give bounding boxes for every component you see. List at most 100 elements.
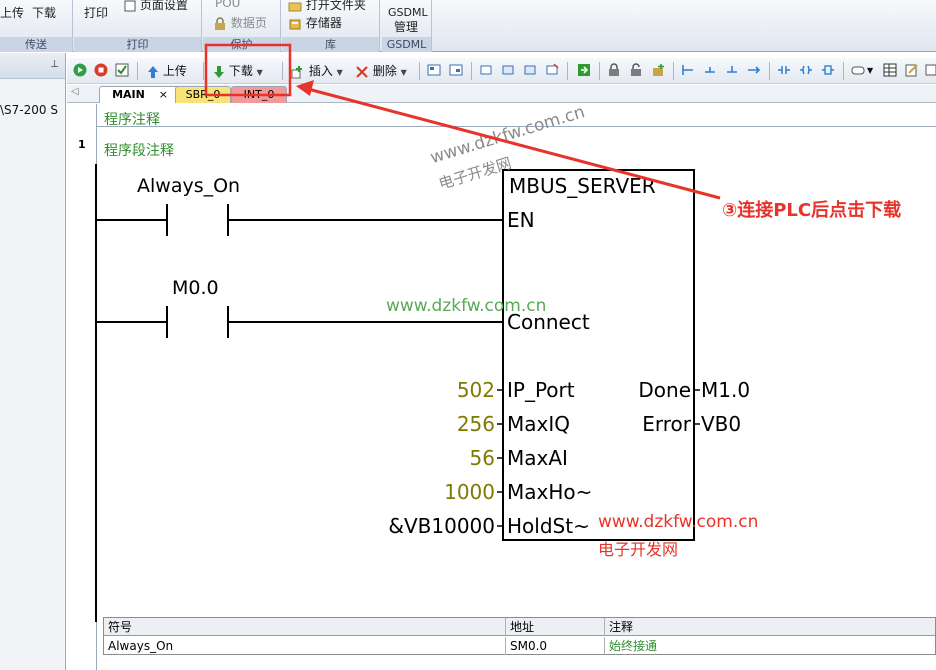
param-done-value[interactable]: M1.0 [701,378,751,402]
ribbon-upload-button[interactable]: 上传 [0,6,25,20]
ribbon-group-transfer: 上传 下载 传送 [0,0,73,52]
symbol-info-table: 符号 地址 注释 Always_On SM0.0 始终接通 [103,617,936,655]
download-button[interactable]: 下载 ▼ [213,62,263,80]
compile-icon[interactable] [115,63,129,77]
network-compare-icon[interactable] [449,63,463,77]
ribbon-group-title: 打印 [74,37,201,52]
param-maxai-value[interactable]: 56 [469,446,495,470]
delete-icon [356,65,368,78]
chevron-down-icon: ▼ [400,68,407,77]
pin-done: Done [638,378,691,402]
pin-maxiq: MaxIQ [507,412,570,436]
arrowhead-icon [296,80,314,96]
run-icon[interactable] [73,63,87,77]
block-title: MBUS_SERVER [509,174,656,198]
param-maxiq-value[interactable]: 256 [456,412,495,436]
folder-icon [288,2,302,11]
protect-icon[interactable] [651,63,665,77]
ribbon-group-print: 打印 页面设置 打印 [74,0,202,52]
ribbon-group-title: GSDML [382,37,431,52]
stop-icon[interactable] [94,63,108,77]
network-number: 1 [78,138,86,151]
insert-button[interactable]: 插入 ▼ [291,62,343,80]
memory-icon [289,19,301,29]
param-holdstart-value[interactable]: &VB10000 [388,514,495,538]
ribbon-print-button[interactable]: 打印 [84,6,109,20]
wire-left-icon[interactable] [725,63,739,77]
box-insert-icon[interactable] [821,63,835,77]
chevron-left-icon[interactable]: ◁ [71,86,79,97]
mbus-server-block[interactable] [502,169,695,541]
chevron-down-icon: ▼ [336,68,343,77]
pin-en: EN [507,208,535,232]
arrow-up-icon [148,65,158,78]
project-tree-header: ⊥ [0,53,65,79]
contact-label-always-on: Always_On [137,175,241,197]
close-icon[interactable]: × [158,88,168,101]
wire-right-icon[interactable] [747,63,761,77]
ribbon-open-folder-button[interactable]: 打开文件夹 [288,0,366,13]
param-ip-port-value[interactable]: 502 [456,378,495,402]
lock-icon [215,16,225,30]
edit-icon[interactable] [905,63,919,77]
network-comment[interactable]: 程序段注释 [104,143,174,159]
cell-address: SM0.0 [506,637,605,655]
highlight-box [204,43,292,97]
tab-sbr0[interactable]: SBR_0 [175,86,231,103]
watermark-url-2: www.dzkfw.com.cn [386,296,547,316]
pin-icon[interactable]: ⊥ [50,59,59,70]
ribbon-data-page-button[interactable]: 数据页 [213,14,267,31]
cell-comment: 始终接通 [609,639,658,653]
pin-maxhold: MaxHo~ [507,480,593,504]
tab-main[interactable]: MAIN × [99,86,181,103]
network-icon[interactable] [427,63,441,77]
watermark-cn-3: 电子开发网 [598,540,679,559]
param-error-value[interactable]: VB0 [701,412,742,436]
pou-tabs: ◁ MAIN × SBR_0 INT_0 [67,85,936,103]
table-row[interactable]: Always_On SM0.0 始终接通 [104,637,935,655]
upload-button[interactable]: 上传 [147,62,187,80]
chevron-down-icon[interactable]: ▼ [867,66,874,75]
unlock-icon[interactable] [629,63,643,77]
program-comment[interactable]: 程序注释 [104,112,160,128]
contact-label-m0-0: M0.0 [172,277,219,299]
export-icon[interactable] [577,63,591,77]
project-path[interactable]: \S7-200 S [0,103,58,117]
chevron-down-icon: ▼ [256,68,263,77]
param-maxhold-value[interactable]: 1000 [444,480,495,504]
pin-maxai: MaxAI [507,446,568,470]
insert-icon [291,65,302,78]
wire-up-icon[interactable] [703,63,717,77]
column-header-comment: 注释 [609,620,634,634]
ribbon-pou-button[interactable]: POU [215,0,241,10]
bookmark-prev-icon[interactable] [501,63,515,77]
page-setup-icon [124,0,136,11]
ribbon-gsdml-label[interactable]: GSDML [388,6,428,19]
column-header-address: 地址 [506,618,605,636]
bookmark-clear-icon[interactable] [545,63,559,77]
contact-icon[interactable] [777,63,791,77]
bookmark-next-icon[interactable] [523,63,537,77]
cell-symbol: Always_On [104,637,506,655]
project-tree-panel: ⊥ \S7-200 S [0,53,66,670]
ribbon-gsdml-manage-label[interactable]: 管理 [394,20,419,34]
wire-down-icon[interactable] [681,63,695,77]
ribbon-group-title: 库 [282,37,379,52]
lock-icon[interactable] [607,63,621,77]
ribbon-group-title: 传送 [0,37,72,52]
symbol-table-icon[interactable] [883,63,897,77]
delete-button[interactable]: 删除 ▼ [355,62,407,80]
box-icon[interactable] [479,63,493,77]
more-icon[interactable] [925,63,936,77]
comment-icon[interactable] [851,63,865,77]
ribbon-download-button[interactable]: 下载 [32,6,57,20]
ribbon-group-lib: 打开文件夹 存储器 库 [282,0,380,52]
pin-holdstart: HoldSt~ [507,514,590,538]
ladder-editor[interactable]: 1 程序注释 程序段注释 Always_On M0.0 MBUS_SER [67,104,936,670]
coil-icon[interactable] [799,63,813,77]
watermark-url-3: www.dzkfw.com.cn [598,512,759,532]
ribbon-memory-button[interactable]: 存储器 [288,14,342,31]
column-header-symbol: 符号 [104,618,506,636]
ribbon-page-setup-button[interactable]: 页面设置 [124,0,188,13]
